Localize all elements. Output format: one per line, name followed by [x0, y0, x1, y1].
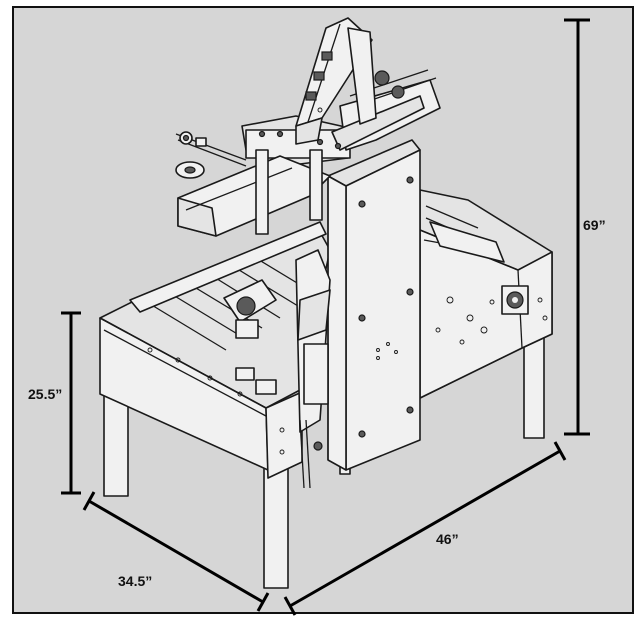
main-bed	[99, 221, 331, 479]
center-column	[327, 139, 421, 471]
rear-right-frame	[419, 189, 553, 399]
dim-line-depth	[88, 499, 264, 604]
dim-label-table-height: 25.5”	[28, 386, 62, 402]
dim-label-overall-height: 69”	[583, 217, 606, 233]
dim-label-depth: 34.5”	[118, 573, 152, 589]
dimension-lines	[61, 18, 590, 616]
lower-tape-head	[223, 279, 277, 395]
dim-label-length: 46”	[436, 531, 459, 547]
dim-line-length	[289, 449, 561, 608]
mast	[295, 17, 405, 145]
left-arm-support	[295, 249, 331, 489]
tape-reel	[175, 131, 247, 179]
